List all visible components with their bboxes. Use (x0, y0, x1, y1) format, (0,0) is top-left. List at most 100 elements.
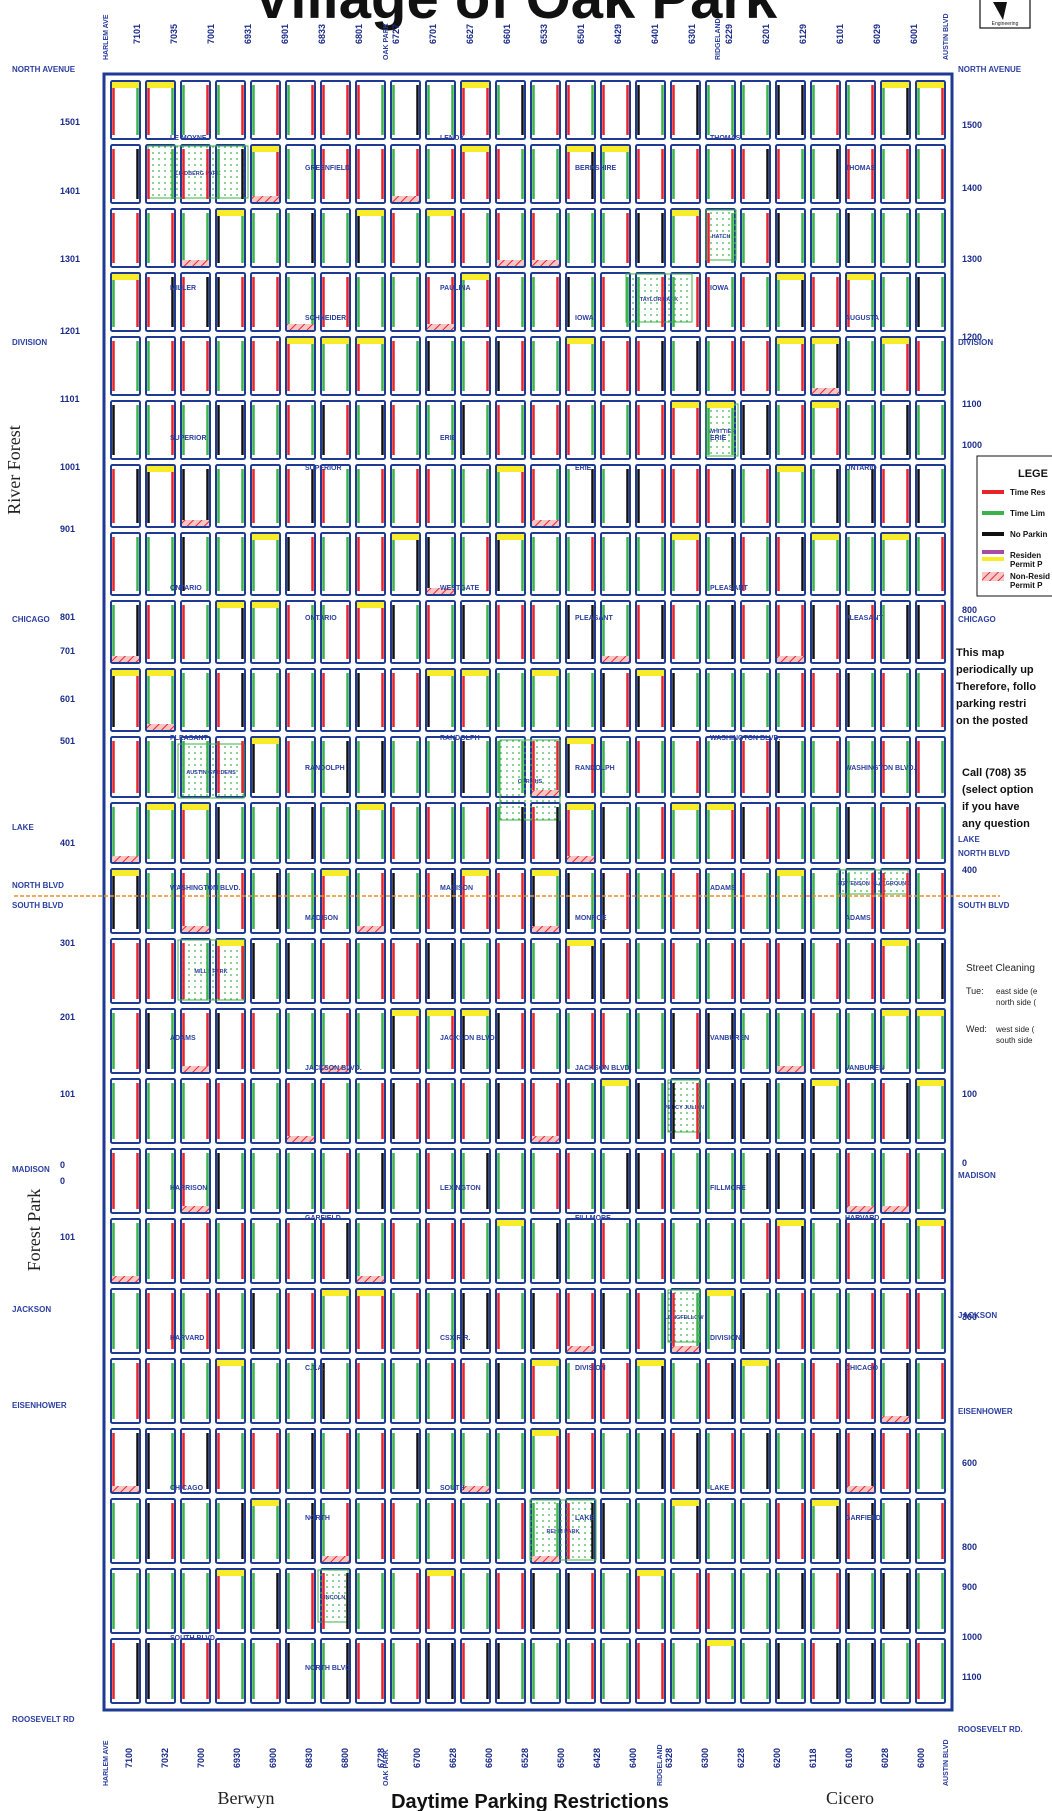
city-block (320, 272, 351, 332)
non-resident-permit-zone (532, 790, 559, 796)
city-block (845, 208, 876, 268)
bottom-address-number: 6500 (556, 1748, 566, 1768)
street-cleaning-title: Street Cleaning (966, 963, 1035, 974)
west-street-label: MADISON (12, 1165, 50, 1174)
city-block (355, 1288, 386, 1354)
city-block (390, 938, 421, 1004)
interior-street-label: SUPERIOR (305, 465, 342, 472)
city-block (460, 736, 491, 798)
city-block (215, 1148, 246, 1214)
bottom-address-number: 7000 (196, 1748, 206, 1768)
city-block (285, 1288, 316, 1354)
city-block (145, 1008, 176, 1074)
city-block (250, 938, 281, 1004)
city-block (810, 464, 841, 528)
city-block (740, 668, 771, 732)
city-block (460, 1568, 491, 1634)
interior-street-label: ONTARIO (305, 615, 337, 622)
note-line: periodically up (956, 664, 1034, 676)
city-block (320, 1078, 351, 1144)
city-block (390, 668, 421, 732)
city-block (390, 1148, 421, 1214)
cleaning-text-secondary: south side (996, 1036, 1033, 1045)
city-block (740, 600, 771, 664)
city-block (110, 144, 141, 204)
city-block (460, 1288, 491, 1354)
city-block (425, 1008, 456, 1074)
city-block (740, 464, 771, 528)
bottom-address-number: 6930 (232, 1748, 242, 1768)
city-block (880, 938, 911, 1004)
city-block (705, 736, 736, 798)
city-block (285, 868, 316, 934)
interior-street-label: THOMAS (710, 135, 741, 142)
city-block (215, 1568, 246, 1634)
svg-text:Engineering: Engineering (992, 21, 1019, 27)
west-address-number: 0 (60, 1176, 65, 1186)
city-block (740, 1288, 771, 1354)
city-block (565, 802, 596, 864)
top-address-number: 6101 (835, 24, 845, 44)
permit-zone (707, 804, 734, 810)
city-block (320, 1148, 351, 1214)
city-block (635, 532, 666, 596)
city-block (740, 802, 771, 864)
city-block (355, 1498, 386, 1564)
city-block (530, 868, 561, 934)
city-block (145, 600, 176, 664)
city-block (495, 1008, 526, 1074)
city-block (390, 868, 421, 934)
city-block (180, 1568, 211, 1634)
city-block (320, 1288, 351, 1354)
non-resident-permit-zone (602, 656, 629, 662)
city-block (565, 1148, 596, 1214)
interior-street-label: CSX R.R. (440, 1335, 470, 1342)
city-block (705, 1358, 736, 1424)
city-block (845, 600, 876, 664)
permit-zone (322, 1290, 349, 1296)
city-block (390, 272, 421, 332)
city-block (250, 802, 281, 864)
west-address-number: 401 (60, 838, 75, 848)
city-block (110, 1498, 141, 1564)
city-block (845, 1078, 876, 1144)
city-block (250, 1218, 281, 1284)
city-block (145, 1288, 176, 1354)
ns-street-label-top: AUSTIN BLVD (943, 13, 950, 60)
city-block (775, 144, 806, 204)
city-block (530, 1148, 561, 1214)
city-block (775, 1428, 806, 1494)
city-block (180, 1638, 211, 1704)
permit-zone (427, 1010, 454, 1016)
interior-street-label: PLEASANT (845, 615, 883, 622)
interior-street-label: ADAMS (170, 1035, 196, 1042)
interior-street-label: C.T.A. (305, 1365, 325, 1372)
interior-street-label: HARVARD (170, 1335, 204, 1342)
city-block (180, 272, 211, 332)
east-address-number: 1300 (962, 254, 982, 264)
city-block (110, 272, 141, 332)
city-block (670, 208, 701, 268)
city-block (880, 208, 911, 268)
ns-street-label-bottom: HARLEM AVE (103, 1740, 110, 1786)
city-block (145, 668, 176, 732)
top-address-number: 6401 (650, 24, 660, 44)
west-address-number: 1401 (60, 186, 80, 196)
city-block (145, 272, 176, 332)
permit-zone (567, 146, 594, 152)
city-block (110, 1638, 141, 1704)
non-resident-permit-zone (427, 588, 454, 594)
city-block (880, 1428, 911, 1494)
city-block (355, 1428, 386, 1494)
permit-zone (497, 466, 524, 472)
city-block (670, 464, 701, 528)
top-address-number: 6727 (391, 24, 401, 44)
non-resident-permit-zone (182, 1066, 209, 1072)
city-block (215, 532, 246, 596)
note-line: Therefore, follo (956, 681, 1036, 693)
city-block (880, 1358, 911, 1424)
permit-zone (112, 870, 139, 876)
non-resident-permit-zone (427, 324, 454, 330)
permit-zone (252, 534, 279, 540)
city-block (670, 868, 701, 934)
